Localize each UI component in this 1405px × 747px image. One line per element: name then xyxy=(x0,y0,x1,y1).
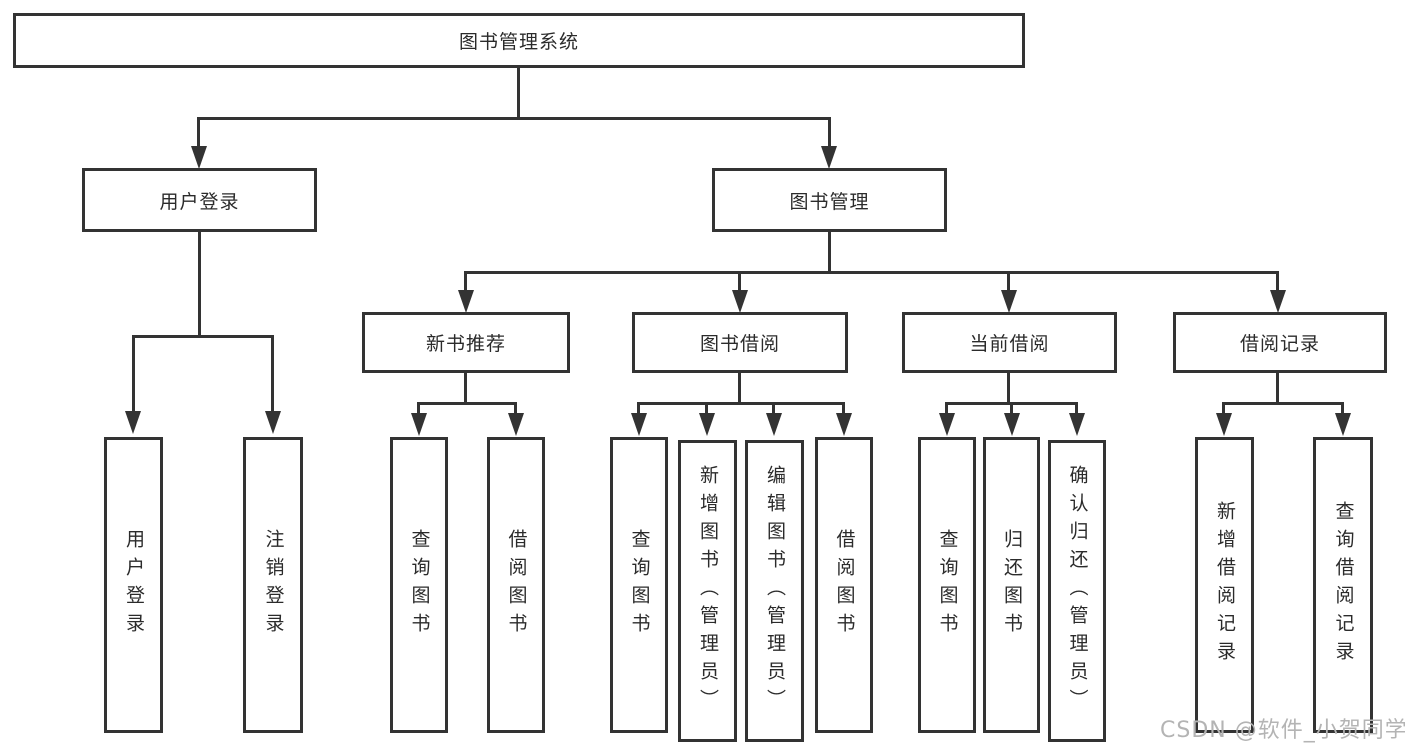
arrow-down-icon xyxy=(1335,413,1351,436)
node-label: 当前借阅 xyxy=(969,333,1050,355)
node-label: 图书管理系统 xyxy=(458,31,579,53)
connector-drop-leaf-logout xyxy=(271,335,274,412)
node-label: 图书借阅 xyxy=(699,333,780,355)
connector-drop xyxy=(1010,402,1013,414)
arrow-down-icon xyxy=(836,413,852,436)
node-label: 图书管理 xyxy=(789,190,870,213)
leaf-return-book: 归还图书 xyxy=(983,437,1040,733)
connector-root-stem xyxy=(517,68,520,120)
arrow-down-icon xyxy=(265,411,281,434)
leaf-borrow-books-borrowing: 借阅图书 xyxy=(815,437,873,733)
node-label: 借阅记录 xyxy=(1239,333,1320,355)
node-new-book-recommend: 新书推荐 xyxy=(362,312,570,373)
node-label: 用户登录 xyxy=(159,190,240,213)
connector-drop xyxy=(705,402,708,414)
connector-borrow-record-rail xyxy=(1222,402,1343,405)
connector-root-rail xyxy=(197,117,831,120)
connector-drop xyxy=(514,402,517,414)
connector-drop-leaf-user-login xyxy=(132,335,135,412)
leaf-add-book-admin: 新增图书（管理员） xyxy=(678,440,737,742)
leaf-label: 借阅图书 xyxy=(833,529,856,641)
leaf-user-login: 用户登录 xyxy=(104,437,163,733)
leaf-query-books-borrowing: 查询图书 xyxy=(610,437,668,733)
leaf-confirm-return-admin: 确认归还（管理员） xyxy=(1048,440,1106,742)
connector-drop-borrow-record xyxy=(1276,271,1279,292)
arrow-down-icon xyxy=(191,146,207,169)
leaf-borrow-books-recommend: 借阅图书 xyxy=(487,437,545,733)
connector-book-mgmt-stem xyxy=(828,232,831,273)
arrow-down-icon xyxy=(458,290,474,313)
arrow-down-icon xyxy=(1069,413,1085,436)
connector-drop xyxy=(1075,402,1078,414)
leaf-query-borrow-record: 查询借阅记录 xyxy=(1313,437,1373,733)
arrow-down-icon xyxy=(1216,413,1232,436)
connector-drop xyxy=(842,402,845,414)
connector-user-login-stem xyxy=(198,232,201,337)
leaf-logout: 注销登录 xyxy=(243,437,303,733)
leaf-label: 归还图书 xyxy=(1001,529,1023,641)
arrow-down-icon xyxy=(939,413,955,436)
leaf-label: 查询图书 xyxy=(408,529,431,641)
node-borrowing-records: 借阅记录 xyxy=(1173,312,1387,373)
arrow-down-icon xyxy=(508,413,524,436)
connector-user-login-rail xyxy=(132,335,273,338)
leaf-label: 编辑图书（管理员） xyxy=(764,465,786,717)
connector-drop-book-mgmt xyxy=(828,117,831,146)
connector-drop xyxy=(637,402,640,414)
leaf-edit-book-admin: 编辑图书（管理员） xyxy=(745,440,804,742)
connector-book-borrow-stem xyxy=(738,373,741,404)
connector-drop xyxy=(772,402,775,414)
arrow-down-icon xyxy=(1004,413,1020,436)
arrow-down-icon xyxy=(411,413,427,436)
leaf-add-borrow-record: 新增借阅记录 xyxy=(1195,437,1254,733)
leaf-query-books-recommend: 查询图书 xyxy=(390,437,448,733)
connector-book-mgmt-rail xyxy=(464,271,1279,274)
connector-book-borrow-rail xyxy=(637,402,844,405)
arrow-down-icon xyxy=(766,413,782,436)
connector-drop xyxy=(1341,402,1344,414)
connector-drop-book-borrow xyxy=(738,271,741,292)
node-book-borrowing: 图书借阅 xyxy=(632,312,848,373)
leaf-label: 注销登录 xyxy=(262,529,285,641)
leaf-label: 查询图书 xyxy=(628,529,651,641)
connector-drop xyxy=(1222,402,1225,414)
leaf-label: 确认归还（管理员） xyxy=(1066,465,1089,717)
arrow-down-icon xyxy=(125,411,141,434)
leaf-label: 查询图书 xyxy=(936,529,959,641)
arrow-down-icon xyxy=(1001,290,1017,313)
arrow-down-icon xyxy=(821,146,837,169)
connector-drop-new-book-rec xyxy=(464,271,467,292)
arrow-down-icon xyxy=(1270,290,1286,313)
leaf-label: 用户登录 xyxy=(123,529,145,641)
connector-drop-user-login xyxy=(197,117,200,146)
connector-current-borrow-stem xyxy=(1007,373,1010,404)
node-book-management: 图书管理 xyxy=(712,168,947,232)
node-library-management-system: 图书管理系统 xyxy=(13,13,1025,68)
connector-drop-current-borrow xyxy=(1007,271,1010,292)
connector-drop xyxy=(417,402,420,414)
connector-new-book-rec-rail xyxy=(417,402,517,405)
leaf-label: 新增借阅记录 xyxy=(1214,501,1236,669)
arrow-down-icon xyxy=(732,290,748,313)
arrow-down-icon xyxy=(631,413,647,436)
connector-drop xyxy=(945,402,948,414)
leaf-query-books-current: 查询图书 xyxy=(918,437,976,733)
connector-new-book-rec-stem xyxy=(464,373,467,404)
node-label: 新书推荐 xyxy=(425,333,506,355)
leaf-label: 新增图书（管理员） xyxy=(697,465,719,717)
leaf-label: 借阅图书 xyxy=(505,529,528,641)
csdn-watermark: CSDN @软件_小贺同学 xyxy=(1160,718,1405,743)
leaf-label: 查询借阅记录 xyxy=(1332,501,1355,669)
node-current-borrowing: 当前借阅 xyxy=(902,312,1117,373)
connector-borrow-record-stem xyxy=(1276,373,1279,404)
node-user-login: 用户登录 xyxy=(82,168,317,232)
arrow-down-icon xyxy=(699,413,715,436)
